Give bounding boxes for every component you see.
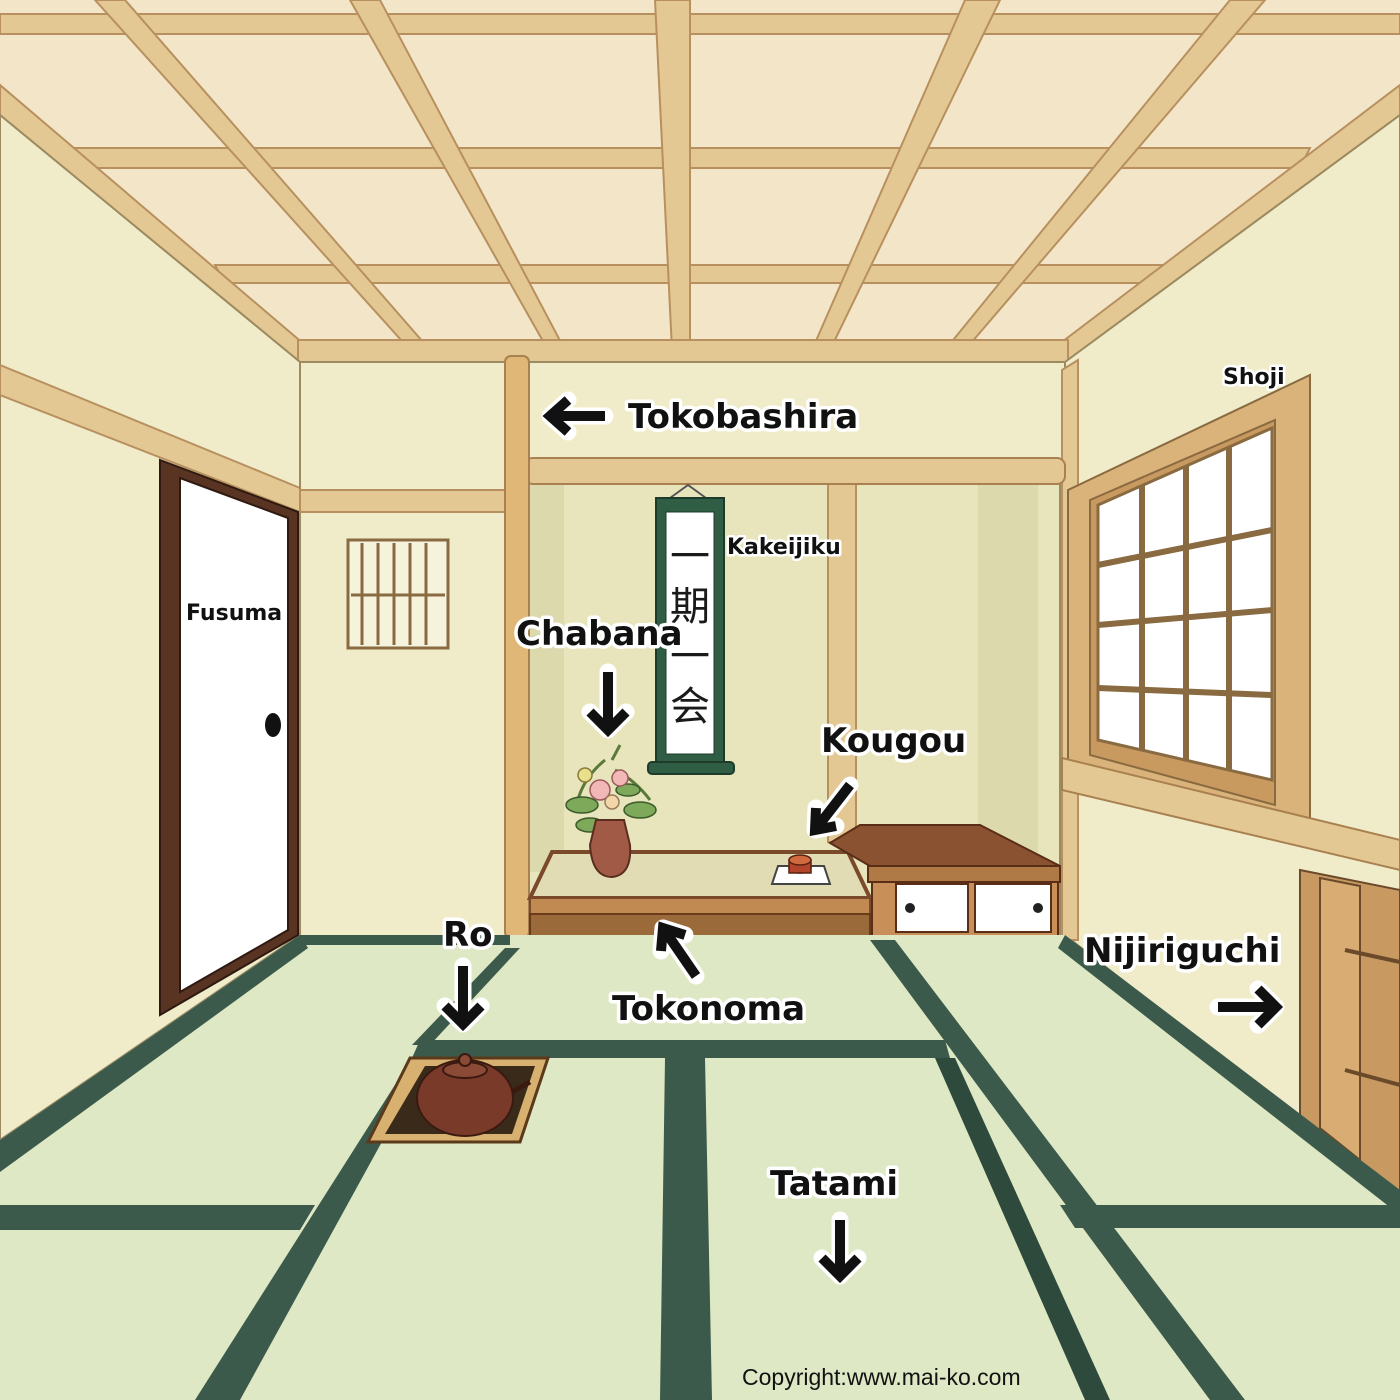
label-kougou: Kougou [821, 721, 966, 761]
chabana-flower-vase [565, 744, 657, 879]
chabana-arrow-icon [581, 663, 635, 739]
label-tokonoma: Tokonoma [612, 989, 805, 1029]
scroll-char-2: 期 [670, 584, 710, 630]
label-chabana: Chabana [516, 614, 683, 654]
copyright-text: Copyright:www.mai-ko.com [742, 1364, 1021, 1390]
kougou-incense-box [770, 854, 832, 885]
scroll-char-3: 一 [670, 634, 710, 680]
label-shoji: Shoji [1223, 365, 1285, 390]
kougou-arrow-icon [806, 776, 859, 839]
label-tatami: Tatami [770, 1164, 898, 1204]
label-fusuma: Fusuma [186, 601, 282, 626]
shoji-window [1061, 373, 1400, 872]
fusuma-door [159, 458, 299, 1017]
label-nijiriguchi: Nijiriguchi [1084, 931, 1280, 971]
label-tokobashira: Tokobashira [628, 397, 858, 437]
label-ro: Ro [443, 915, 493, 955]
scroll-char-1: 一 [670, 534, 710, 580]
ro-hearth [365, 1053, 551, 1144]
back-wall-window [346, 538, 450, 650]
tokonoma-arrow-icon [652, 919, 705, 985]
nijiriguchi-arrow-icon [1209, 980, 1285, 1034]
label-kakeijiku: Kakeijiku [727, 535, 841, 560]
scroll-char-4: 会 [670, 684, 710, 730]
hanging-scroll: 一 期 一 会 [647, 483, 735, 775]
tokonoma-alcove [504, 355, 1066, 939]
ro-arrow-icon [436, 957, 490, 1033]
tatami-arrow-icon [813, 1211, 867, 1285]
nijiriguchi-entrance [1299, 868, 1400, 1222]
tokobashira-arrow-icon [541, 391, 614, 441]
ceiling [0, 0, 1400, 364]
